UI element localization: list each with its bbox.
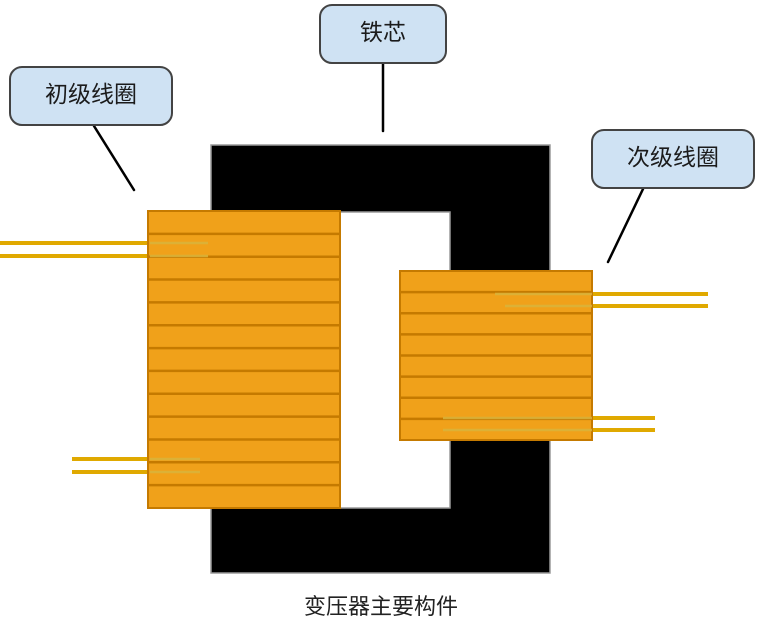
callout-iron-core-box[interactable] [319, 4, 447, 64]
diagram-caption: 变压器主要构件 [304, 594, 458, 619]
secondary-coil-group [399, 270, 593, 441]
primary-coil-inner-lead-strokes [150, 241, 208, 474]
callout-secondary-coil[interactable]: 次级线圈 [591, 129, 755, 189]
callout-secondary-coil-box[interactable] [591, 129, 755, 189]
callout-primary-coil[interactable]: 初级线圈 [9, 66, 173, 126]
secondary-coil-inner-lead-strokes [443, 292, 592, 432]
callout-primary-coil-leader-line [92, 124, 136, 192]
callout-primary-coil-box[interactable] [9, 66, 173, 126]
callout-iron-core-label: 铁芯 [360, 19, 406, 45]
callout-secondary-coil-leader-line [606, 187, 645, 264]
callout-secondary-coil-label: 次级线圈 [627, 144, 719, 170]
callout-iron-core[interactable]: 铁芯 [319, 4, 447, 64]
primary-coil-group [147, 210, 341, 509]
secondary-coil-leads [592, 292, 708, 432]
callout-leader-lines [92, 62, 645, 264]
callout-primary-coil-label: 初级线圈 [45, 81, 137, 107]
secondary-coil-winding-bands [400, 290, 592, 421]
